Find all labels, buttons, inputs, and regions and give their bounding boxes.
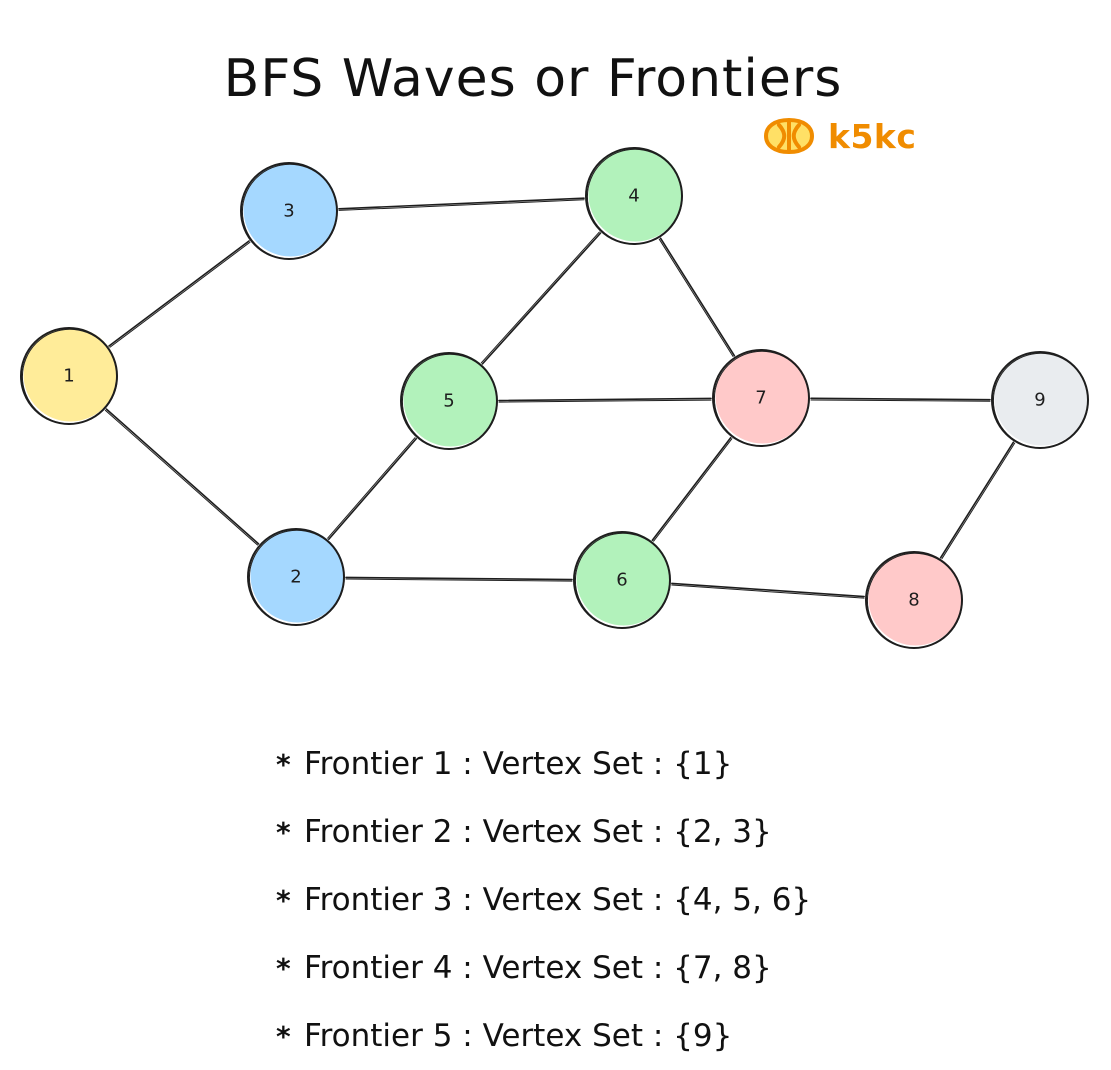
node-4: 4 <box>585 147 683 245</box>
node-fill <box>868 551 963 646</box>
node-label-9: 9 <box>1034 390 1045 411</box>
node-5: 5 <box>400 352 498 450</box>
edge-stroke <box>338 199 585 211</box>
edge-5-7 <box>498 397 712 403</box>
node-label-4: 4 <box>628 186 639 207</box>
edge-5-2 <box>327 437 417 541</box>
node-outline-sketch <box>248 529 345 626</box>
node-8: 8 <box>865 551 963 649</box>
bullet-marker: * <box>276 747 291 781</box>
edge-stroke <box>480 231 600 364</box>
edge-8-9 <box>939 441 1016 560</box>
edge-stroke <box>671 582 865 598</box>
edge-stroke <box>345 578 573 582</box>
frontier-item-1: * Frontier 1 : Vertex Set : {1} <box>276 730 811 798</box>
node-label-6: 6 <box>616 570 627 591</box>
node-label-8: 8 <box>908 590 919 611</box>
node-outline-sketch <box>992 352 1089 449</box>
edge-stroke <box>104 409 259 546</box>
node-9: 9 <box>991 351 1089 449</box>
node-outline-sketch <box>401 353 498 450</box>
node-label-3: 3 <box>283 201 294 222</box>
edge-stroke <box>651 436 732 542</box>
frontier-item-2: * Frontier 2 : Vertex Set : {2, 3} <box>276 798 811 866</box>
node-1: 1 <box>20 327 118 425</box>
frontier-text-5: Frontier 5 : Vertex Set : {9} <box>304 1018 733 1054</box>
node-fill <box>403 352 498 447</box>
node-outline-sketch <box>241 163 338 260</box>
node-fill <box>576 531 671 626</box>
edge-stroke <box>338 197 585 210</box>
node-fill <box>23 327 118 422</box>
edge-3-4 <box>338 197 585 211</box>
edge-stroke <box>658 238 734 358</box>
edge-stroke <box>327 437 416 539</box>
edge-stroke <box>498 397 712 402</box>
frontier-text-1: Frontier 1 : Vertex Set : {1} <box>304 746 733 782</box>
graph-edges <box>104 197 1016 599</box>
edge-4-5 <box>480 231 602 365</box>
graph-nodes: 1 2 3 4 5 6 7 8 9 <box>20 147 1089 649</box>
node-fill <box>250 528 345 623</box>
bfs-graph: 1 2 3 4 5 6 7 8 9 <box>20 147 1089 649</box>
frontier-item-5: * Frontier 5 : Vertex Set : {9} <box>276 1002 811 1070</box>
edge-stroke <box>498 399 712 403</box>
edge-stroke <box>939 441 1015 559</box>
node-label-7: 7 <box>755 388 766 409</box>
brand-text: k5kc <box>828 116 917 156</box>
edge-stroke <box>659 237 736 357</box>
node-label-5: 5 <box>443 391 454 412</box>
edge-6-7 <box>651 436 733 542</box>
node-outline-sketch <box>866 552 963 649</box>
bullet-marker: * <box>276 815 291 849</box>
edge-4-7 <box>658 237 736 358</box>
node-fill <box>588 147 683 242</box>
node-fill <box>994 351 1089 446</box>
edge-stroke <box>671 584 865 599</box>
bullet-marker: * <box>276 883 291 917</box>
node-fill <box>715 349 810 444</box>
node-label-2: 2 <box>290 567 301 588</box>
node-outline-sketch <box>713 350 810 447</box>
frontier-text-2: Frontier 2 : Vertex Set : {2, 3} <box>304 814 772 850</box>
node-3: 3 <box>240 162 338 260</box>
edge-stroke <box>328 437 417 541</box>
edge-1-2 <box>104 408 260 546</box>
edge-stroke <box>108 240 250 347</box>
frontier-text-4: Frontier 4 : Vertex Set : {7, 8} <box>304 950 772 986</box>
node-7: 7 <box>712 349 810 447</box>
node-6: 6 <box>573 531 671 629</box>
edge-stroke <box>105 408 260 545</box>
edge-stroke <box>941 442 1016 560</box>
frontier-item-3: * Frontier 3 : Vertex Set : {4, 5, 6} <box>276 866 811 934</box>
edge-stroke <box>481 232 602 365</box>
brand: k5kc <box>760 116 916 156</box>
node-outline-sketch <box>21 328 118 425</box>
k5kc-logo-icon <box>763 117 815 155</box>
node-outline-sketch <box>574 532 671 629</box>
bullet-marker: * <box>276 1019 291 1053</box>
frontier-text-3: Frontier 3 : Vertex Set : {4, 5, 6} <box>304 882 812 918</box>
bullet-marker: * <box>276 951 291 985</box>
edge-stroke <box>810 397 991 401</box>
edge-stroke <box>653 438 733 542</box>
edge-2-6 <box>345 576 573 582</box>
edge-1-3 <box>108 240 251 348</box>
edge-stroke <box>345 576 573 581</box>
edge-7-9 <box>810 397 991 402</box>
node-fill <box>243 162 338 257</box>
node-label-1: 1 <box>63 366 74 387</box>
node-outline-sketch <box>586 148 683 245</box>
node-2: 2 <box>247 528 345 626</box>
edge-stroke <box>810 399 991 402</box>
diagram-title: BFS Waves or Frontiers <box>223 48 843 109</box>
frontier-list: * Frontier 1 : Vertex Set : {1} * Fronti… <box>276 730 811 1070</box>
edge-stroke <box>109 241 251 348</box>
edge-6-8 <box>671 582 865 599</box>
frontier-item-4: * Frontier 4 : Vertex Set : {7, 8} <box>276 934 811 1002</box>
